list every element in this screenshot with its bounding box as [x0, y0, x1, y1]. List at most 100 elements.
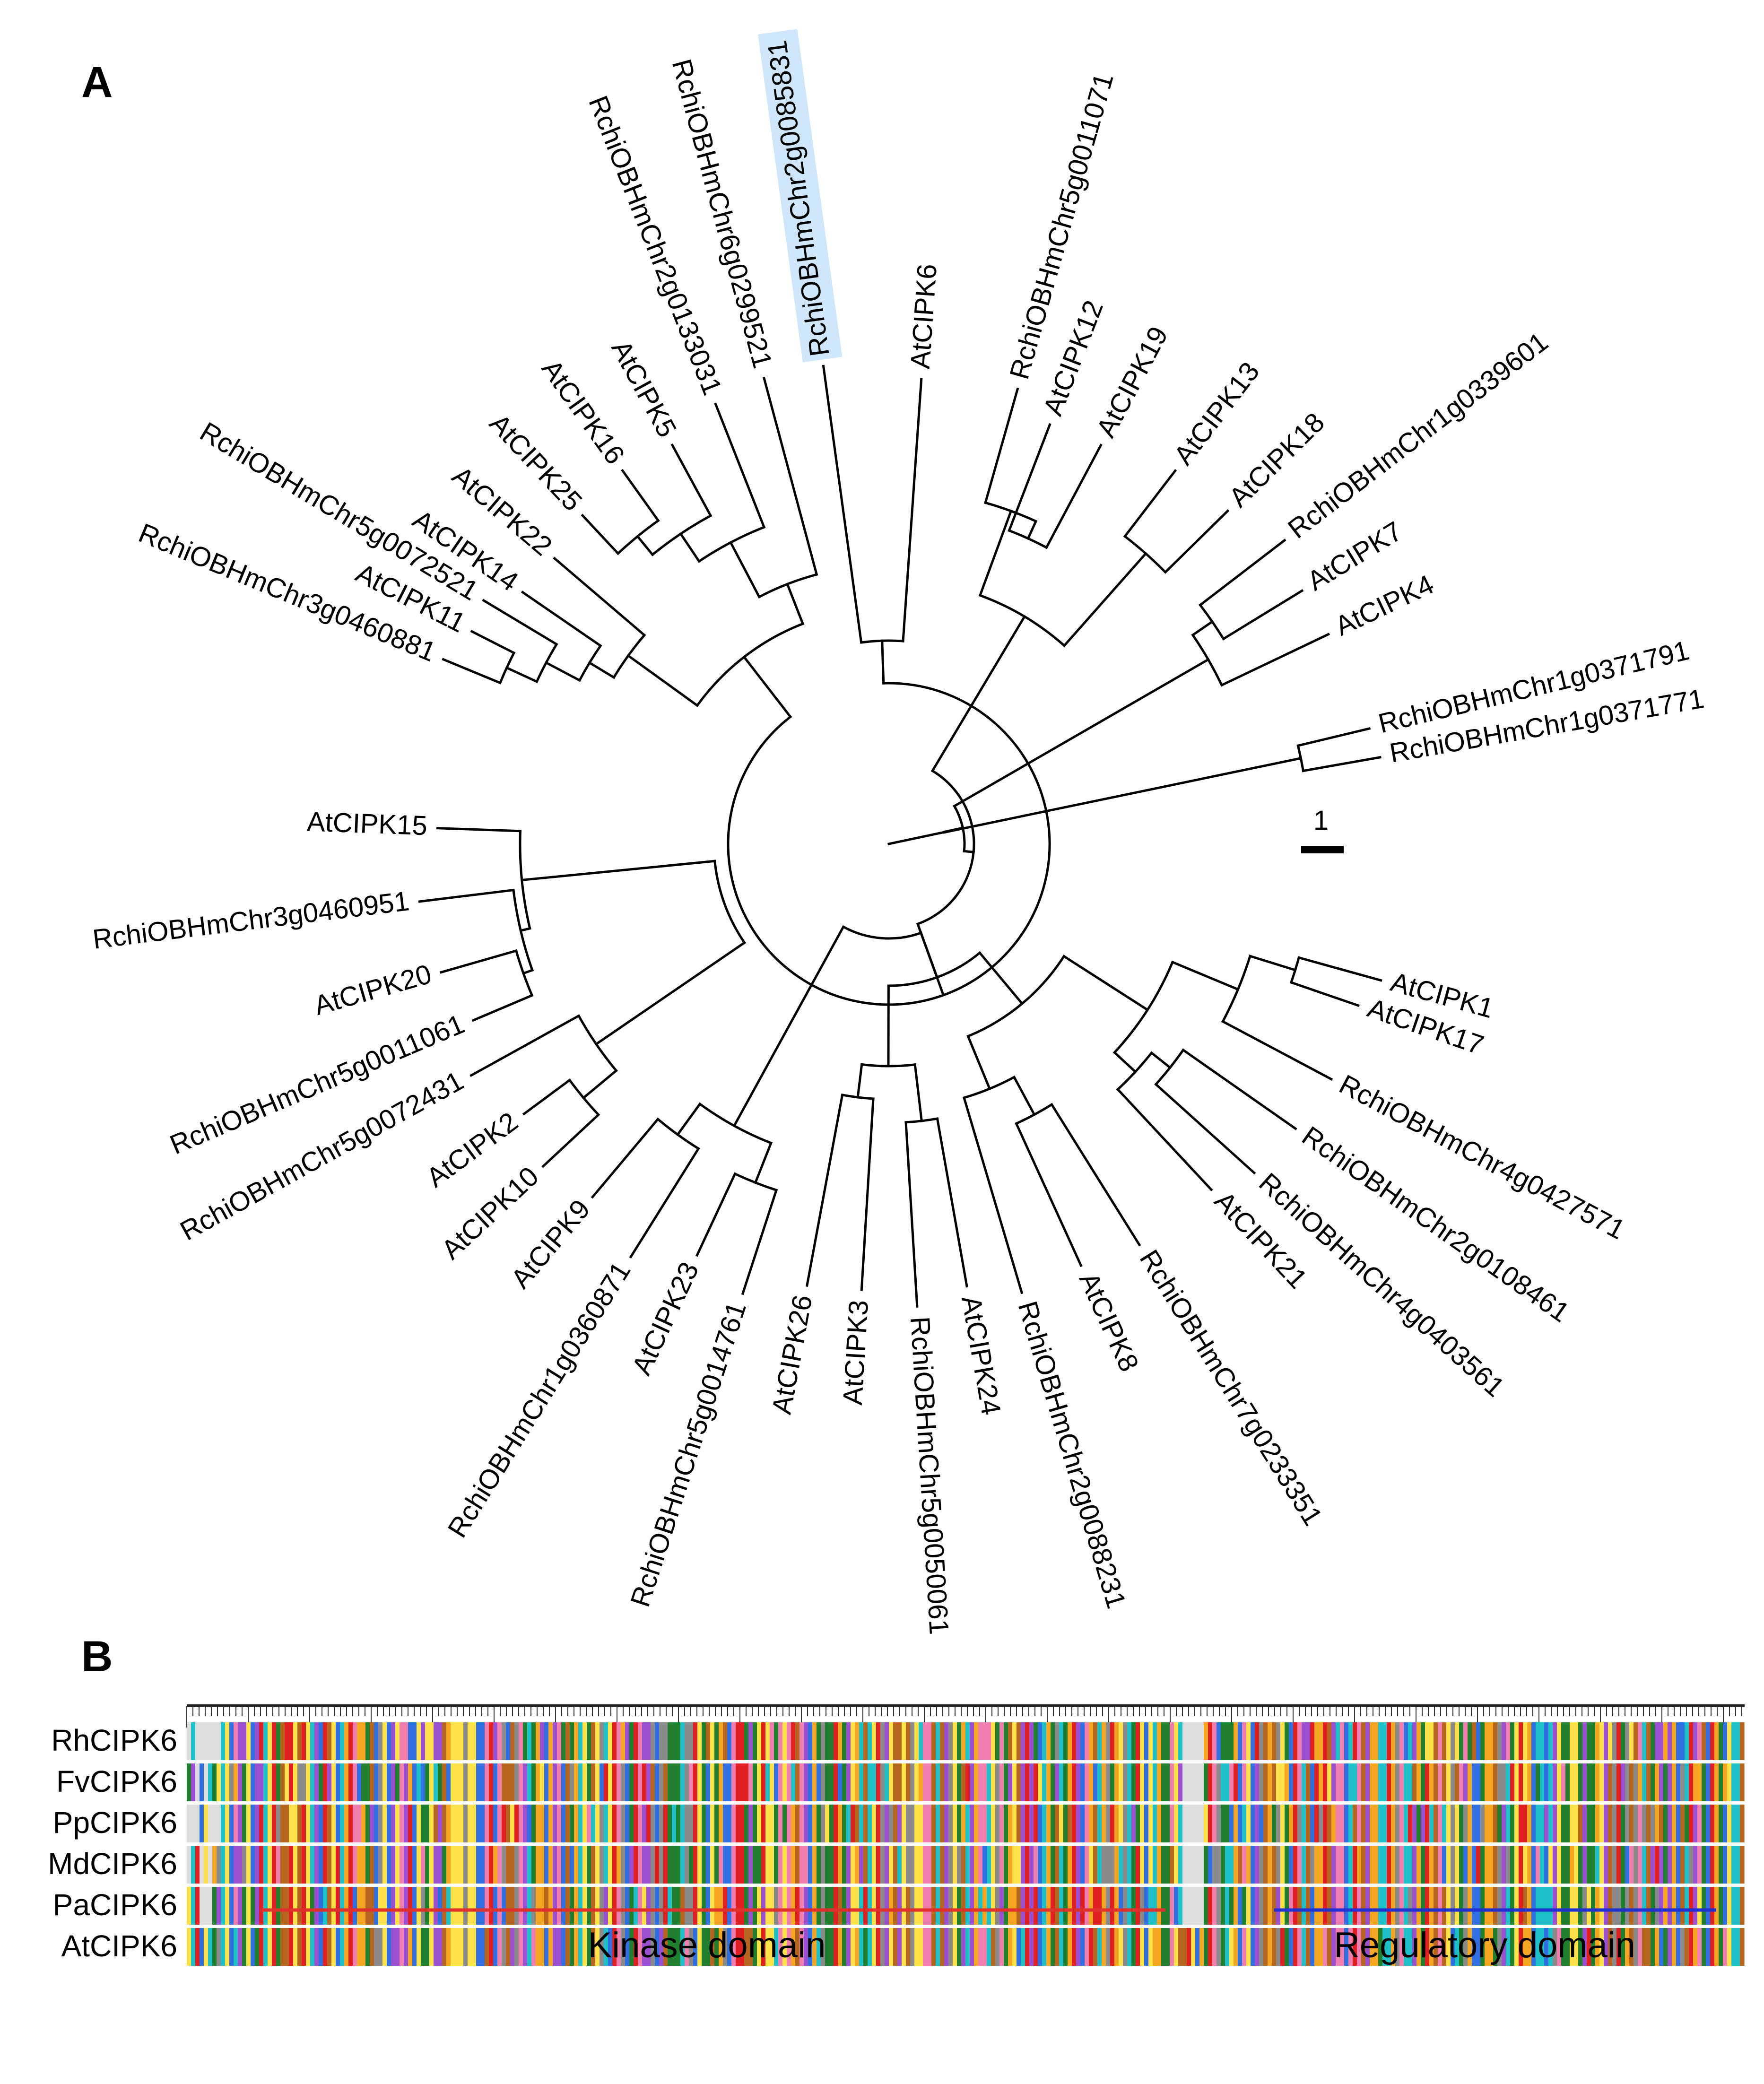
tree-branch: [1222, 589, 1304, 641]
tree-branch: [521, 860, 716, 882]
leaf-label: AtCIPK13: [1168, 356, 1266, 471]
tree-branch: [582, 1069, 618, 1100]
regulatory-domain-label: Regulatory domain: [1334, 1925, 1635, 1965]
alignment-row-label: AtCIPK6: [61, 1929, 177, 1963]
tree-branch: [1198, 538, 1286, 607]
tree-branch: [581, 513, 620, 556]
kinase-domain-label: Kinase domain: [588, 1925, 826, 1965]
tree-branch: [732, 925, 845, 1128]
tree-branch: [1150, 1051, 1172, 1069]
alignment-row-label: MdCIPK6: [48, 1847, 177, 1881]
tree-branch: [953, 658, 1210, 808]
tree-branch: [1248, 955, 1297, 972]
tree-branch: [902, 378, 923, 643]
alignment-rows: [187, 1722, 1745, 1966]
tree-branch: [978, 509, 1013, 597]
leaf-label: RchiOBHmChr4g0427571: [1334, 1069, 1630, 1246]
tree-branch: [913, 1063, 923, 1122]
tree-branch: [943, 756, 1303, 834]
leaf-label: RchiOBHmChr5g0011071: [1004, 69, 1120, 382]
scale-bar: 1: [1301, 805, 1344, 853]
leaf-label: AtCIPK3: [837, 1299, 874, 1406]
tree-branch: [1220, 633, 1330, 687]
tree-branch: [521, 590, 602, 648]
tree-branch: [482, 599, 558, 646]
tree-branch: [626, 654, 699, 707]
tree-branch: [762, 376, 818, 576]
tree-branch: [741, 1189, 778, 1295]
tree-branch: [1289, 981, 1360, 1007]
tree-branch: [621, 469, 660, 522]
tree-branch: [984, 387, 1019, 504]
leaf-label: AtCIPK26: [766, 1293, 818, 1416]
leaf-label: AtCIPK20: [311, 958, 435, 1021]
tree-branch: [786, 582, 805, 625]
tree-arc: [713, 860, 747, 945]
leaf-label: AtCIPK4: [1330, 569, 1439, 642]
tree-branch: [916, 922, 945, 997]
tree-branch: [469, 1014, 581, 1077]
tree-branch: [442, 658, 502, 685]
tree-branch: [936, 1117, 968, 1288]
tree-branch: [1302, 755, 1382, 773]
alignment-row-label: PaCIPK6: [53, 1888, 177, 1922]
tree-branch: [1191, 620, 1214, 637]
tree-branch: [676, 1102, 702, 1137]
panel-a-label: A: [81, 58, 113, 106]
alignment-row-label: PpCIPK6: [53, 1806, 177, 1840]
leaf-label: AtCIPK15: [306, 806, 428, 841]
alignment-row: [187, 1722, 1745, 1760]
tree-branch: [544, 661, 582, 682]
tree-branch: [1296, 727, 1371, 747]
tree-branch: [978, 951, 1024, 1006]
tree-branch: [963, 850, 975, 853]
tree-branch: [522, 1078, 572, 1116]
tree-branch: [904, 1121, 919, 1308]
tree-branch: [714, 402, 766, 529]
tree-branch: [440, 949, 518, 974]
leaf-label: AtCIPK9: [505, 1194, 596, 1294]
tree-branch: [1154, 1083, 1256, 1175]
tree-branch: [1164, 509, 1230, 574]
tree-branch: [418, 888, 515, 903]
tree-branch: [436, 827, 522, 833]
tree-branch: [805, 1094, 844, 1287]
tree-branch: [594, 941, 747, 1046]
tree-branch: [591, 1117, 660, 1199]
alignment-row: [187, 1763, 1745, 1801]
tree-branch: [1171, 960, 1240, 991]
tree-branch: [1123, 469, 1177, 538]
tree-branch: [1221, 1020, 1333, 1081]
tree-branch: [1062, 552, 1147, 648]
tree-branch: [881, 639, 885, 685]
leaf-label: AtCIPK6: [905, 263, 943, 370]
leaf-label: AtCIPK23: [626, 1257, 705, 1379]
alignment-row: [187, 1846, 1745, 1884]
tree-branch: [1015, 1122, 1083, 1268]
tree-arc: [842, 925, 923, 940]
alignment-row: [187, 1928, 1745, 1966]
tree-branch: [670, 443, 713, 518]
leaf-label: AtCIPK19: [1090, 321, 1174, 442]
alignment-row-label: RhCIPK6: [51, 1723, 177, 1757]
tree-branch: [1044, 443, 1103, 549]
tree-branch: [962, 1096, 1024, 1294]
leaf-label: RchiOBHmChr2g0108461: [1296, 1120, 1575, 1329]
tree-branch: [470, 630, 516, 655]
tree-branch: [930, 615, 1026, 773]
leaf-label: RchiOBHmChr7g0233351: [1134, 1244, 1329, 1531]
tree-branch: [1116, 1087, 1213, 1191]
tree-branch: [966, 1034, 991, 1091]
panel-b-label: B: [81, 1632, 113, 1681]
tree-branch: [822, 365, 863, 644]
tree-branch: [1008, 423, 1051, 532]
tree-branch: [1026, 520, 1038, 540]
highlight-box: [758, 29, 843, 363]
tree-branch: [505, 666, 539, 684]
leaf-label: AtCIPK8: [1073, 1268, 1145, 1376]
tree-root: [887, 831, 946, 845]
alignment-row-labels: RhCIPK6FvCIPK6PpCIPK6MdCIPK6PaCIPK6AtCIP…: [48, 1723, 177, 1963]
alignment-row: [187, 1887, 1745, 1925]
